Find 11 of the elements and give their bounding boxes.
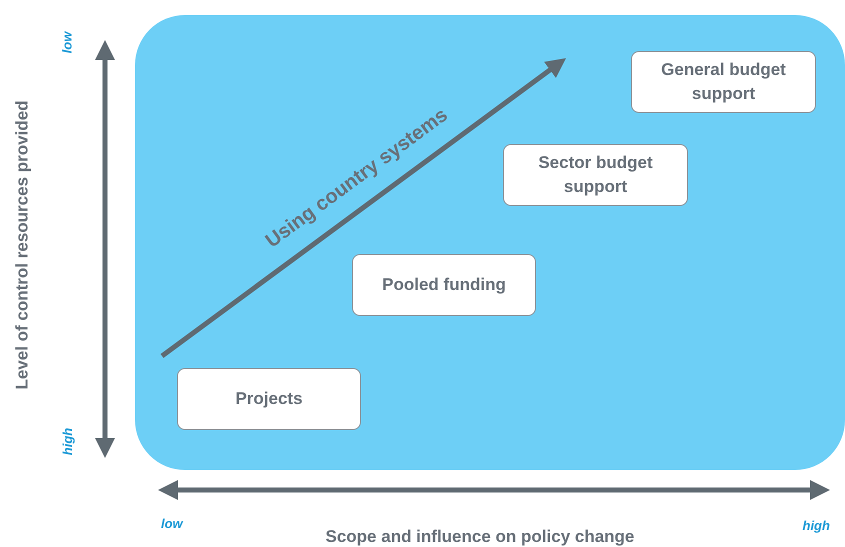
axis-end-label: low: [59, 31, 74, 53]
category-box: Sector budget support: [503, 144, 688, 206]
axis-end-label: high: [60, 427, 75, 455]
axis-title: Level of control resources provided: [12, 100, 32, 390]
axis-title: Scope and influence on policy change: [326, 527, 634, 547]
axis-end-label: low: [161, 516, 183, 530]
category-box: General budget support: [631, 51, 816, 113]
category-box: Projects: [177, 368, 361, 430]
category-box: Pooled funding: [352, 254, 536, 316]
axis-end-label: high: [802, 518, 830, 532]
background-panel: [135, 15, 845, 470]
